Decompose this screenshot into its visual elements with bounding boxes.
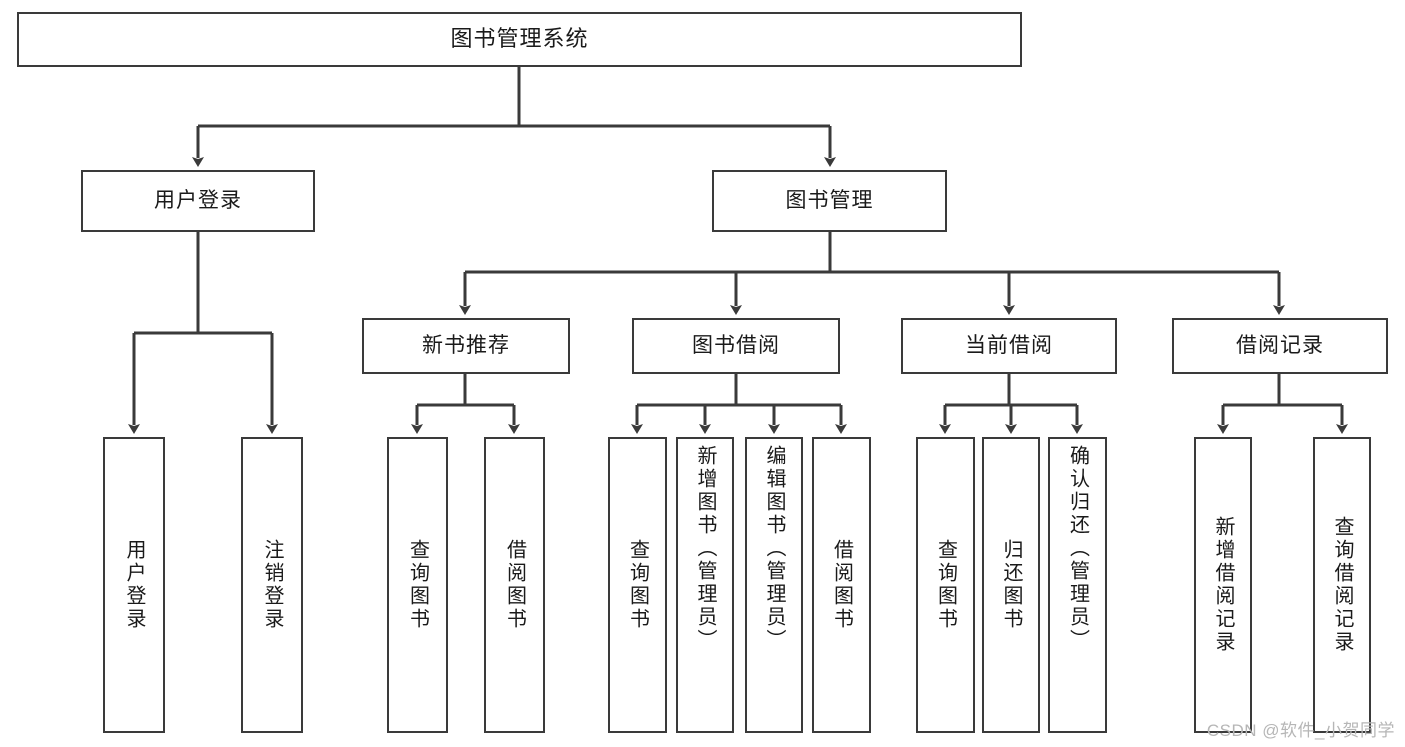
node-label: 图书管理 (785, 189, 874, 213)
node-current-borrow[interactable]: 当前借阅 (901, 318, 1117, 374)
leaf-book-borrow-borrow-book[interactable]: 借阅图书 (812, 437, 871, 733)
leaf-label: 注销登录 (261, 539, 283, 631)
node-book-borrow[interactable]: 图书借阅 (632, 318, 840, 374)
leaf-label: 新增图书（管理员） (694, 445, 716, 652)
leaf-label: 查询图书 (934, 539, 957, 631)
node-label: 当前借阅 (965, 334, 1053, 358)
leaf-current-borrow-return-book[interactable]: 归还图书 (982, 437, 1040, 733)
leaf-book-borrow-add-book-admin[interactable]: 新增图书（管理员） (676, 437, 734, 733)
leaf-label: 查询图书 (406, 539, 429, 631)
node-root-book-management-system[interactable]: 图书管理系统 (17, 12, 1022, 67)
leaf-label: 新增借阅记录 (1212, 516, 1234, 654)
node-new-book-recommend[interactable]: 新书推荐 (362, 318, 570, 374)
leaf-new-book-borrow-book[interactable]: 借阅图书 (484, 437, 545, 733)
leaf-label: 借阅图书 (830, 539, 853, 631)
leaf-label: 归还图书 (1000, 539, 1022, 631)
watermark-text: CSDN @软件_小贺同学 (1206, 721, 1395, 740)
leaf-content: 借阅图书 (814, 445, 869, 725)
leaf-user-login-logout[interactable]: 注销登录 (241, 437, 303, 733)
leaf-label: 借阅图书 (503, 539, 526, 631)
leaf-content: 归还图书 (984, 445, 1038, 725)
node-label: 新书推荐 (422, 334, 510, 358)
leaf-content: 新增借阅记录 (1196, 445, 1250, 725)
node-book-management[interactable]: 图书管理 (712, 170, 947, 232)
leaf-content: 编辑图书（管理员） (747, 445, 801, 725)
leaf-user-login-login[interactable]: 用户登录 (103, 437, 165, 733)
leaf-content: 查询图书 (918, 445, 973, 725)
leaf-content: 确认归还（管理员） (1050, 445, 1105, 725)
leaf-current-borrow-confirm-return-admin[interactable]: 确认归还（管理员） (1048, 437, 1107, 733)
node-label: 用户登录 (154, 189, 242, 213)
node-label: 图书管理系统 (450, 26, 589, 52)
leaf-borrow-record-query-record[interactable]: 查询借阅记录 (1313, 437, 1371, 733)
leaf-label: 查询借阅记录 (1331, 516, 1353, 654)
leaf-content: 新增图书（管理员） (678, 445, 732, 725)
leaf-label: 编辑图书（管理员） (763, 445, 785, 652)
leaf-borrow-record-add-record[interactable]: 新增借阅记录 (1194, 437, 1252, 733)
node-label: 借阅记录 (1236, 334, 1324, 358)
leaf-content: 查询借阅记录 (1315, 445, 1369, 725)
leaf-book-borrow-query-book[interactable]: 查询图书 (608, 437, 667, 733)
node-label: 图书借阅 (692, 334, 780, 358)
leaf-content: 查询图书 (389, 445, 446, 725)
leaf-label: 确认归还（管理员） (1066, 445, 1089, 652)
leaf-current-borrow-query-book[interactable]: 查询图书 (916, 437, 975, 733)
node-borrow-record[interactable]: 借阅记录 (1172, 318, 1388, 374)
node-user-login[interactable]: 用户登录 (81, 170, 315, 232)
leaf-content: 用户登录 (105, 445, 163, 725)
leaf-content: 查询图书 (610, 445, 665, 725)
leaf-label: 用户登录 (123, 539, 145, 631)
leaf-content: 借阅图书 (486, 445, 543, 725)
leaf-book-borrow-edit-book-admin[interactable]: 编辑图书（管理员） (745, 437, 803, 733)
leaf-content: 注销登录 (243, 445, 301, 725)
leaf-new-book-query-book[interactable]: 查询图书 (387, 437, 448, 733)
leaf-label: 查询图书 (626, 539, 649, 631)
